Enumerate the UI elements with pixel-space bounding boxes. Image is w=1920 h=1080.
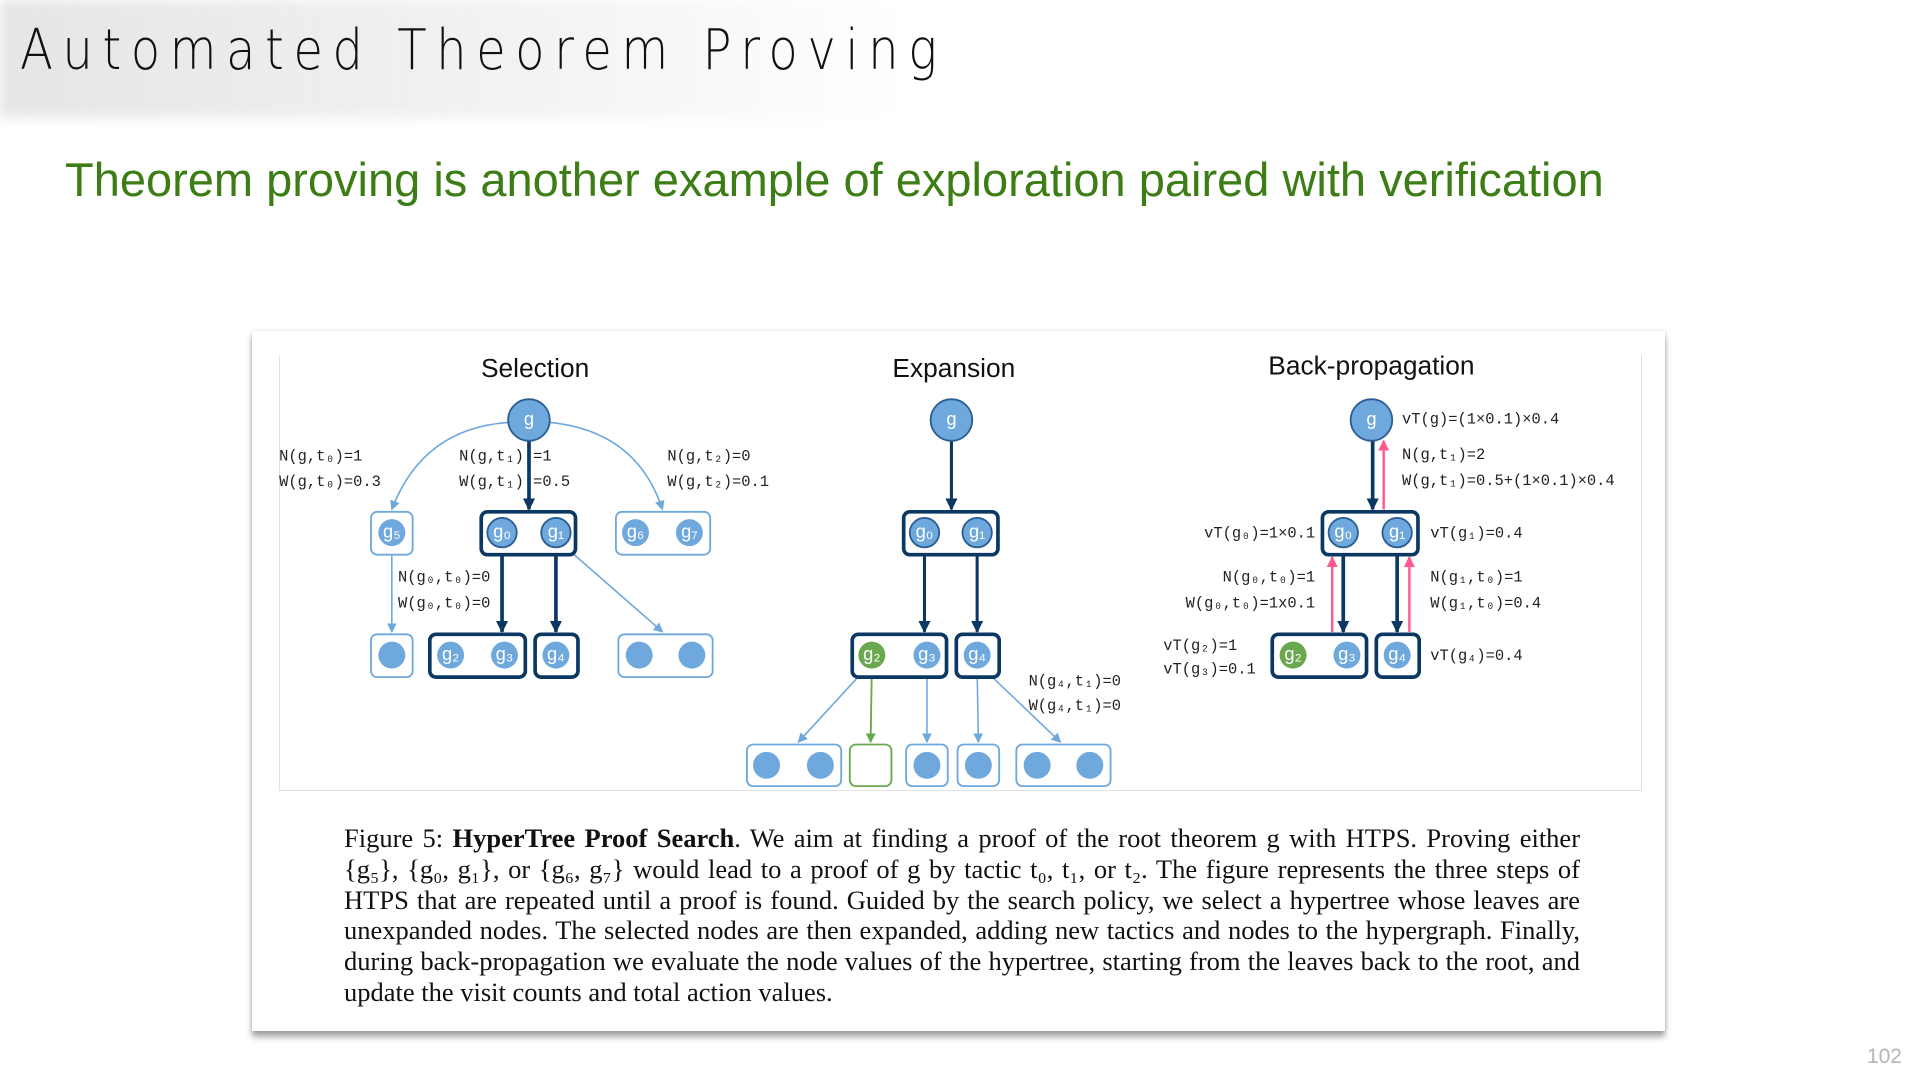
node-g — [929, 398, 974, 442]
annotation: W(g₄,t₁)=0 — [1029, 697, 1121, 715]
figure-card — [252, 331, 1665, 1031]
caption-body: . We aim at finding a proof of the root … — [344, 823, 1581, 1007]
node-g6 — [622, 519, 649, 547]
edge-expand — [981, 666, 1062, 743]
annotation: vT(g₁)=0.4 — [1430, 525, 1522, 543]
node-g3 — [1333, 641, 1361, 669]
caption-label: Figure 5: — [344, 823, 444, 853]
panel-title-selection: Selection — [481, 353, 589, 383]
node-label: g₃ — [1338, 643, 1356, 664]
node-unexpanded — [913, 751, 941, 779]
annotation: N(g,t₁) =1 — [459, 447, 551, 465]
annotation: W(g₁,t₀)=0.4 — [1430, 594, 1541, 612]
panel-title-backprop: Back-propagation — [1268, 351, 1474, 381]
node-label: g₄ — [968, 643, 986, 664]
node-label: g₂ — [863, 643, 880, 664]
node-unexpanded — [806, 751, 834, 779]
node-unexpanded — [1023, 751, 1051, 779]
annotation: N(g,t₁)=2 — [1402, 446, 1485, 464]
panel-title-expansion: Expansion — [892, 353, 1015, 383]
node-g2 — [1279, 641, 1307, 669]
title-shadow — [0, 0, 900, 118]
diagram-frame — [279, 355, 1642, 791]
edge-expand — [797, 666, 868, 743]
node-g2 — [858, 641, 886, 669]
node-label: g₆ — [627, 521, 645, 542]
node-label: g₂ — [1284, 643, 1301, 664]
node-unexpanded — [1076, 751, 1104, 779]
annotation: vT(g)=(1×0.1)×0.4 — [1402, 411, 1559, 429]
node-g1 — [1381, 517, 1413, 549]
node-label: g₃ — [496, 643, 514, 664]
node-label: g — [946, 408, 956, 429]
annotation: N(g₄,t₁)=0 — [1029, 673, 1121, 691]
annotation: W(g,t₁)=0.5+(1×0.1)×0.4 — [1402, 472, 1615, 490]
node-label: g₄ — [1388, 643, 1406, 664]
slide-title: Automated Theorem Proving — [20, 18, 947, 83]
annotation: N(g,t₂)=0 — [667, 447, 750, 465]
annotation: W(g,t₁) =0.5 — [459, 473, 570, 491]
annotation: vT(g₃)=0.1 — [1163, 660, 1255, 678]
page-number: 102 — [1866, 1045, 1902, 1068]
edge-g-t2 — [549, 421, 665, 511]
node-unexpanded — [625, 641, 653, 669]
annotation: vT(g₄)=0.4 — [1430, 647, 1522, 665]
node-unexpanded — [678, 641, 706, 669]
annotation: N(g₀,t₀)=1 — [1223, 569, 1315, 587]
caption-bold-title: HyperTree Proof Search — [452, 823, 735, 853]
node-label: g₀ — [493, 521, 511, 542]
node-g4 — [963, 641, 991, 669]
node-g3 — [491, 641, 518, 669]
edge-g-t0 — [390, 421, 509, 511]
node-g — [507, 398, 551, 442]
annotation: vT(g₀)=1×0.1 — [1204, 525, 1315, 543]
node-g — [1349, 398, 1394, 442]
edge-expand-proved — [865, 668, 876, 744]
node-label: g — [524, 408, 534, 429]
node-g1 — [540, 517, 572, 549]
annotation: W(g,t₀)=0.3 — [279, 473, 381, 491]
node-label: g — [1366, 408, 1376, 429]
node-label: g₀ — [916, 521, 934, 542]
node-g0 — [1327, 517, 1359, 549]
node-g3 — [913, 641, 941, 669]
node-g4 — [542, 641, 570, 669]
node-label: g₂ — [442, 643, 459, 664]
annotation: N(g₀,t₀)=0 — [398, 569, 490, 587]
edge-expand — [973, 668, 984, 744]
annotation: W(g₀,t₀)=1x0.1 — [1186, 594, 1315, 612]
box-new-proved — [848, 743, 893, 788]
node-g5 — [378, 519, 406, 547]
node-label: g₁ — [548, 521, 564, 542]
node-g4 — [1383, 641, 1411, 669]
node-g0 — [486, 517, 518, 549]
annotation: N(g₁,t₀)=1 — [1430, 569, 1522, 587]
node-g1 — [961, 517, 993, 549]
node-label: g₇ — [681, 521, 698, 542]
node-g7 — [675, 519, 703, 547]
node-unexpanded — [964, 751, 992, 779]
figure-caption: Figure 5: HyperTree Proof Search. We aim… — [344, 823, 1580, 1008]
node-label: g₅ — [383, 521, 401, 542]
node-label: g₁ — [969, 521, 985, 542]
node-label: g₄ — [547, 643, 565, 664]
annotation: N(g,t₀)=1 — [279, 447, 362, 465]
annotation: vT(g₂)=1 — [1163, 637, 1237, 655]
node-unexpanded — [753, 751, 780, 779]
annotation: W(g,t₂)=0.1 — [667, 473, 769, 491]
node-label: g₁ — [1389, 521, 1405, 542]
annotation: W(g₀,t₀)=0 — [398, 594, 490, 612]
node-unexpanded — [378, 641, 406, 669]
node-label: g₀ — [1334, 521, 1352, 542]
node-label: g₃ — [918, 643, 936, 664]
node-g2 — [437, 641, 465, 669]
slide-subtitle: Theorem proving is another example of ex… — [65, 153, 1604, 206]
node-g0 — [908, 517, 941, 549]
